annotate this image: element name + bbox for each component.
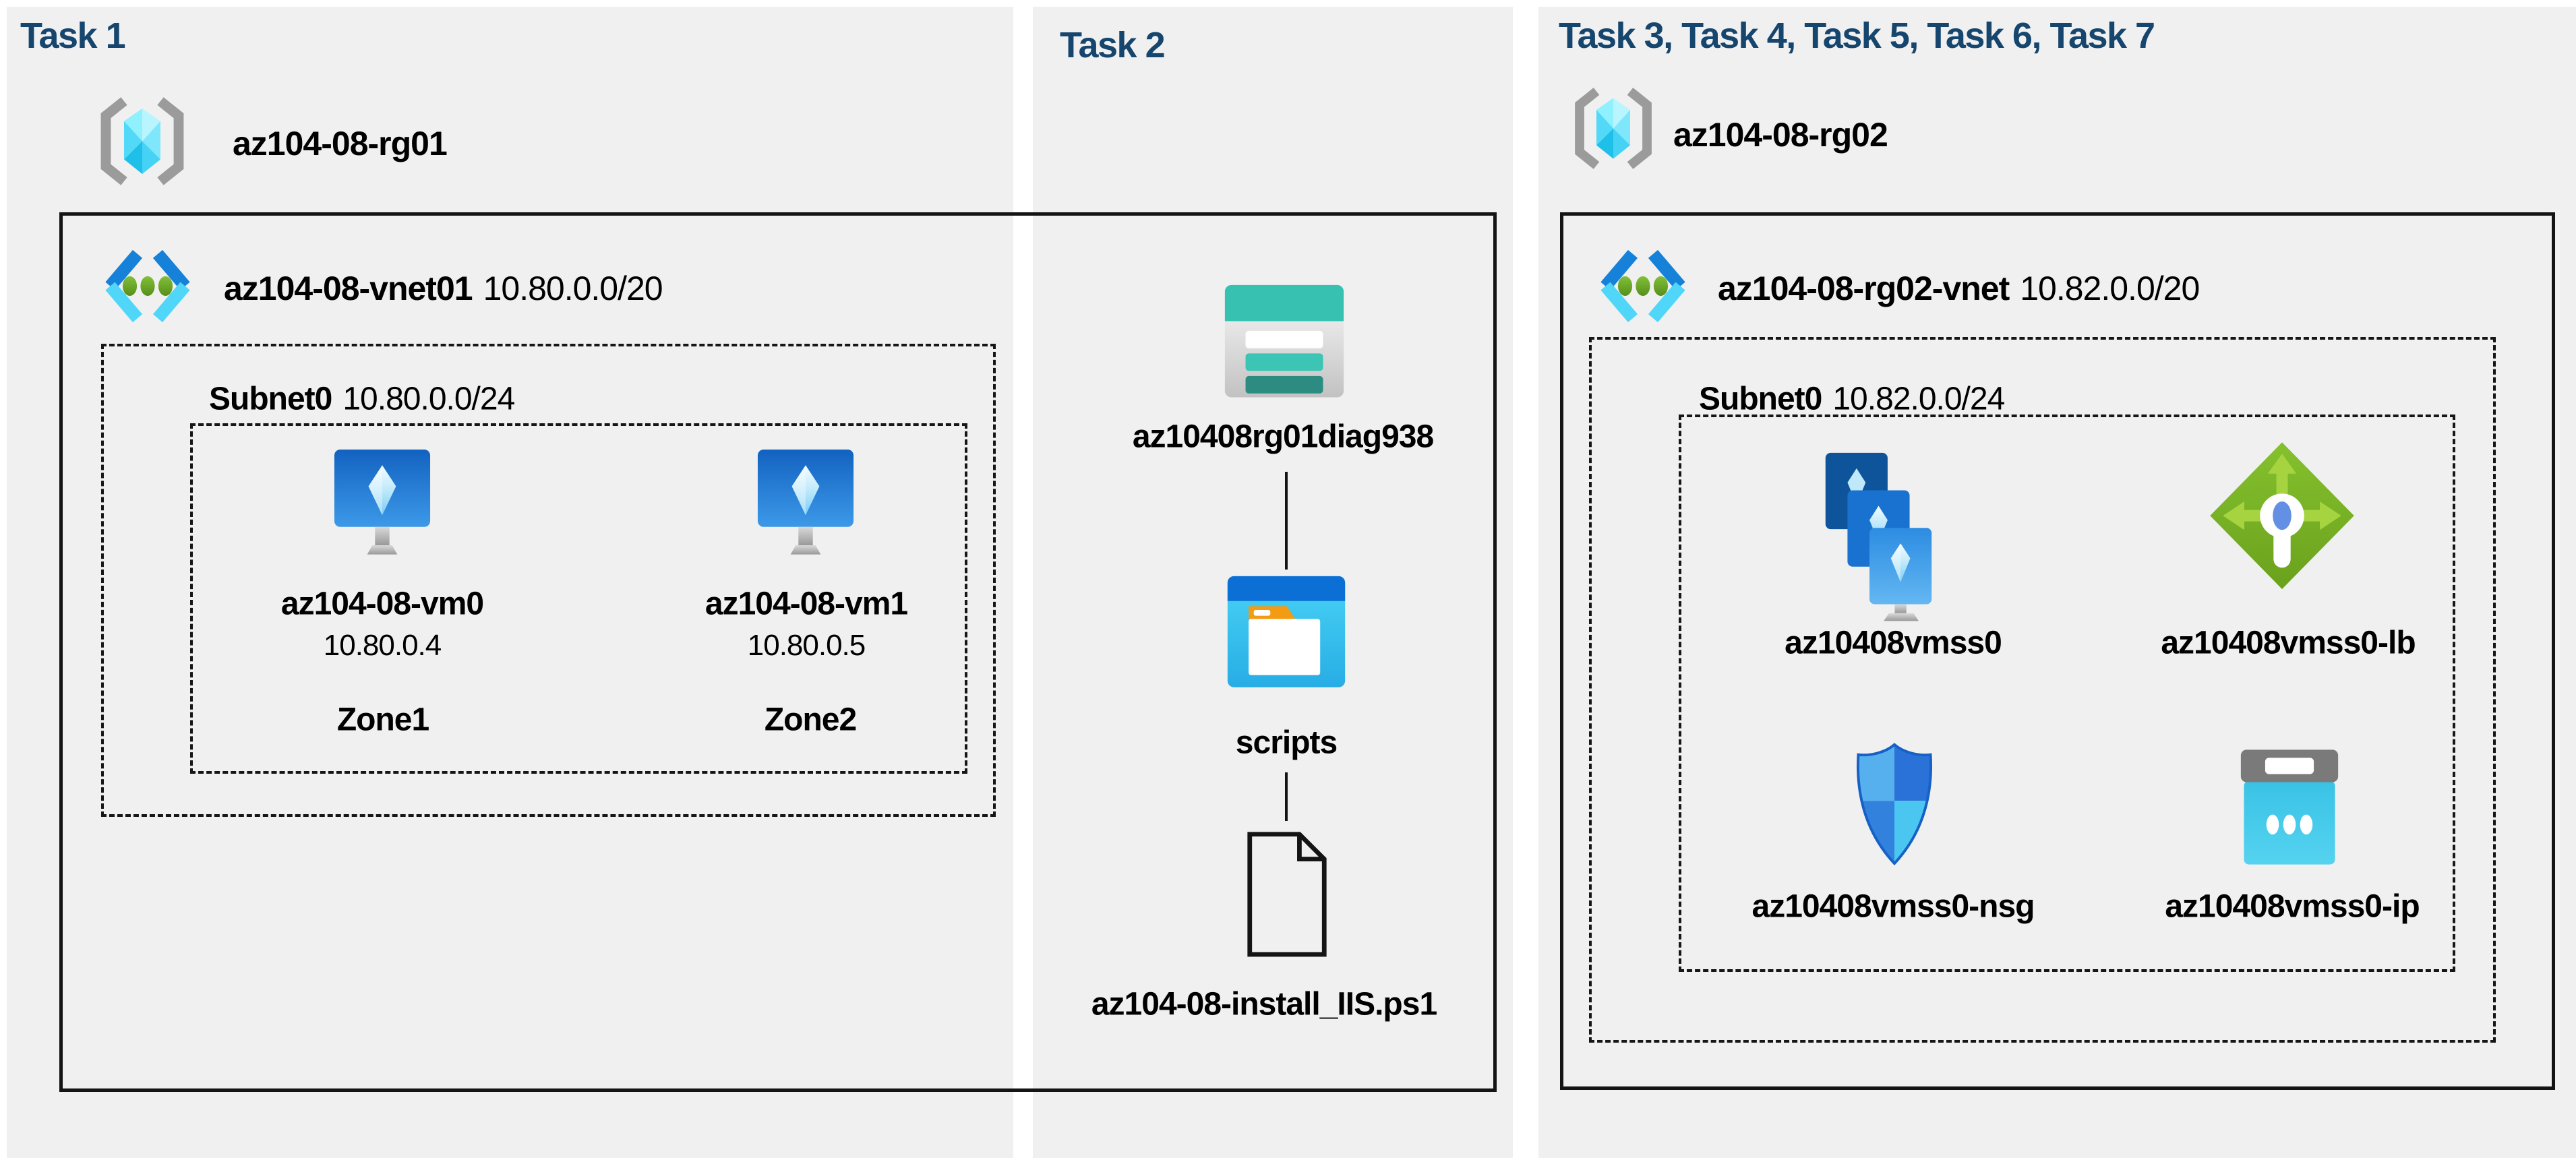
vm-ip: 10.80.0.4 bbox=[323, 629, 442, 662]
blob-container-icon bbox=[1226, 574, 1347, 689]
vmss-group-box bbox=[1679, 415, 2455, 972]
network-security-group-icon bbox=[1852, 741, 1937, 866]
load-balancer-icon bbox=[2207, 439, 2357, 592]
vnet1-box bbox=[59, 212, 1497, 1092]
resource-name: az10408vmss0-ip bbox=[2165, 888, 2420, 925]
task1-panel bbox=[7, 7, 1013, 1158]
vnet2-label: az104-08-rg02-vnet 10.82.0.0/20 bbox=[1718, 269, 2200, 308]
storage-account-icon bbox=[1223, 283, 1346, 399]
vnet2-cidr: 10.82.0.0/20 bbox=[2020, 270, 2200, 307]
task1-title: Task 1 bbox=[20, 16, 126, 56]
vm-name: az104-08-vm0 bbox=[280, 586, 484, 622]
subnet2-cidr: 10.82.0.0/24 bbox=[1832, 381, 2005, 417]
resource-name: az10408vmss0-nsg bbox=[1751, 888, 2035, 925]
vnet1-cidr: 10.80.0.0/20 bbox=[483, 270, 663, 307]
vm-zone: Zone2 bbox=[764, 702, 857, 738]
container-name: scripts bbox=[1235, 725, 1338, 761]
virtual-network-icon bbox=[97, 248, 198, 326]
script-file-name: az104-08-install_IIS.ps1 bbox=[1091, 986, 1437, 1022]
vnet2-name: az104-08-rg02-vnet bbox=[1718, 270, 2010, 307]
vnet2-box bbox=[1560, 212, 2555, 1090]
resource-name: az10408vmss0-lb bbox=[2161, 625, 2416, 661]
subnet2-name: Subnet0 bbox=[1699, 381, 1822, 417]
task2-title: Task 2 bbox=[1060, 25, 1166, 65]
subnet1-cidr: 10.80.0.0/24 bbox=[342, 381, 515, 417]
public-ip-icon bbox=[2240, 745, 2339, 869]
virtual-machine-icon bbox=[756, 448, 855, 559]
vm-zone: Zone1 bbox=[336, 702, 429, 738]
vm-group-box bbox=[190, 423, 967, 774]
vm-scale-set-icon bbox=[1822, 450, 1951, 623]
connector-line bbox=[1285, 772, 1288, 821]
subnet1-name: Subnet0 bbox=[209, 381, 332, 417]
resource-name: az10408vmss0 bbox=[1785, 625, 2002, 661]
subnet1-label: Subnet0 10.80.0.0/24 bbox=[209, 381, 515, 418]
connector-line bbox=[1285, 472, 1288, 570]
vm-ip: 10.80.0.5 bbox=[747, 629, 866, 662]
task3-panel bbox=[1538, 7, 2576, 1158]
vm-name: az104-08-vm1 bbox=[705, 586, 908, 622]
virtual-machine-icon bbox=[333, 448, 431, 559]
resource-group-icon bbox=[1563, 86, 1664, 171]
resource-group-name: az104-08-rg02 bbox=[1673, 116, 1888, 154]
subnet2-box bbox=[1589, 337, 2496, 1043]
vnet1-name: az104-08-vnet01 bbox=[224, 270, 473, 307]
subnet1-box bbox=[101, 344, 996, 817]
storage-account-name: az10408rg01diag938 bbox=[1132, 419, 1434, 455]
virtual-network-icon bbox=[1592, 248, 1694, 326]
task3-title: Task 3, Task 4, Task 5, Task 6, Task 7 bbox=[1559, 16, 2155, 56]
resource-group-name: az104-08-rg01 bbox=[233, 125, 448, 162]
ps1-file-icon bbox=[1245, 829, 1329, 960]
subnet2-label: Subnet0 10.82.0.0/24 bbox=[1699, 381, 2005, 418]
vnet1-label: az104-08-vnet01 10.80.0.0/20 bbox=[224, 269, 663, 308]
resource-group-icon bbox=[88, 96, 197, 187]
